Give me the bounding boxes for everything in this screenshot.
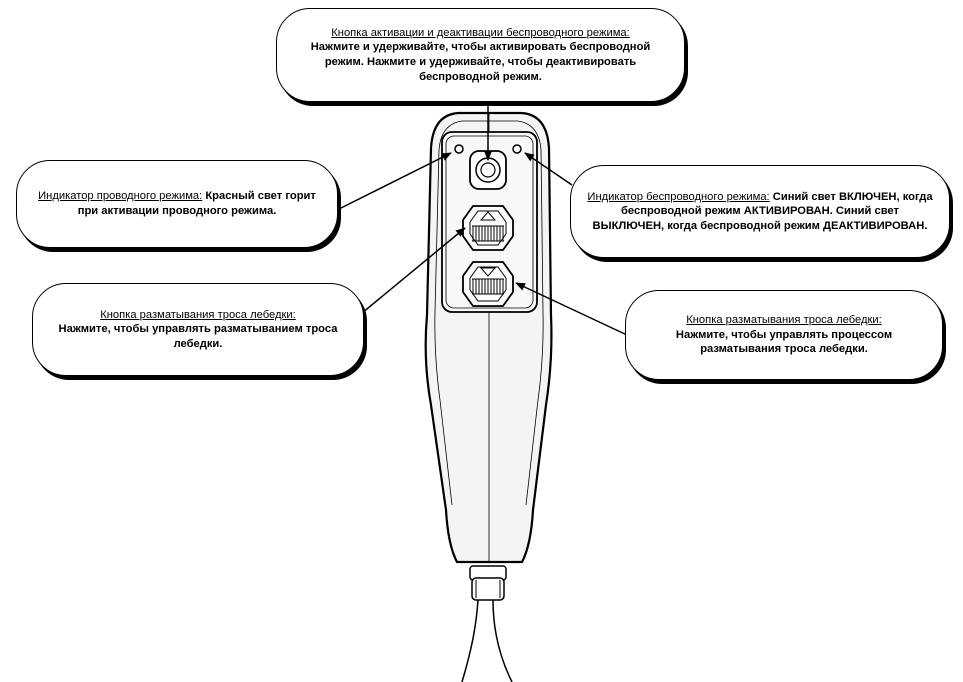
arrow-wireless-indicator bbox=[524, 152, 573, 186]
callout-description: Нажмите и удерживайте, чтобы активироват… bbox=[310, 41, 651, 83]
callout-winch-unwind-button-right: Кнопка разматывания троса лебедки: Нажми… bbox=[625, 290, 943, 380]
wired-indicator-led bbox=[454, 144, 464, 154]
winch-up-button[interactable] bbox=[462, 205, 514, 251]
arrow-wired-indicator bbox=[336, 152, 452, 211]
callout-label: Кнопка активации и деактивации беспровод… bbox=[331, 26, 630, 39]
callout-wireless-toggle-button: Кнопка активации и деактивации беспровод… bbox=[276, 8, 685, 102]
callout-description: Синий свет ВКЛЮЧЕН, когда беспроводной р… bbox=[592, 190, 933, 232]
callout-description: Нажмите, чтобы управлять разматыванием т… bbox=[58, 323, 338, 350]
winch-down-button[interactable] bbox=[462, 261, 514, 307]
callout-wireless-indicator: Индикатор беспроводного режима: Синий св… bbox=[570, 165, 950, 258]
callout-description: Красный свет горит при активации проводн… bbox=[77, 190, 316, 217]
callout-label: Кнопка разматывания троса лебедки: bbox=[686, 314, 882, 327]
callout-description: Нажмите, чтобы управлять процессом разма… bbox=[675, 328, 893, 356]
callout-wired-indicator: Индикатор проводного режима: Красный све… bbox=[16, 160, 338, 248]
callout-label: Индикатор беспроводного режима: bbox=[587, 190, 770, 203]
arrow-winch-right bbox=[515, 282, 628, 336]
remote-cable bbox=[461, 599, 513, 682]
arrow-winch-left bbox=[361, 227, 466, 314]
wireless-toggle-button[interactable] bbox=[469, 150, 507, 190]
callout-label: Индикатор проводного режима: bbox=[38, 190, 203, 203]
wireless-indicator-led bbox=[512, 144, 522, 154]
callout-winch-unwind-button-left: Кнопка разматывания троса лебедки: Нажми… bbox=[32, 283, 364, 376]
callout-label: Кнопка разматывания троса лебедки: bbox=[100, 308, 296, 321]
cable-connector bbox=[469, 565, 507, 601]
